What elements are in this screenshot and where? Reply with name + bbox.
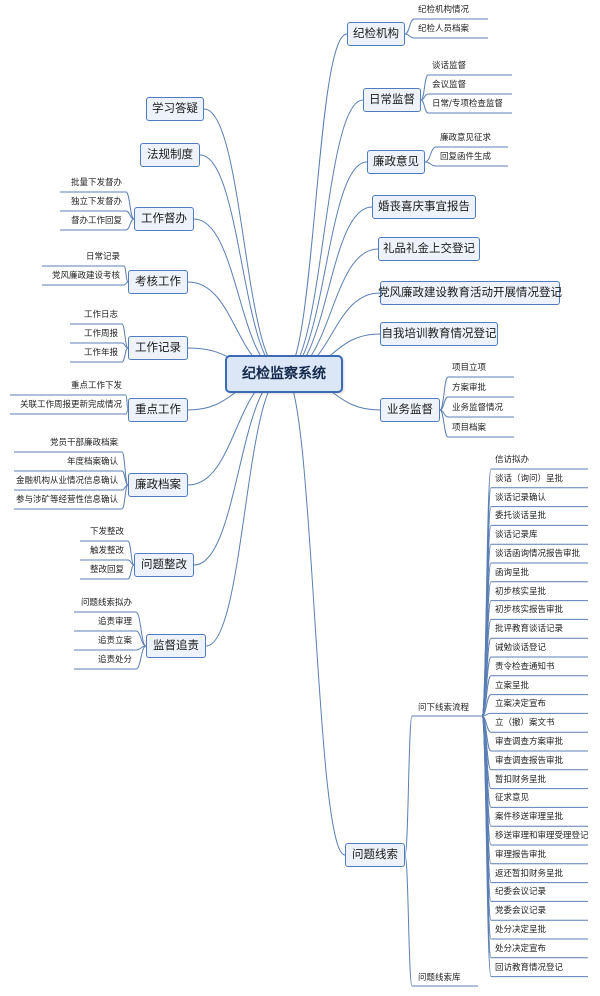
leaf-item[interactable]: 工作周报 xyxy=(83,329,118,339)
flow-step[interactable]: 谈话函询情况报告审批 xyxy=(495,549,581,559)
leaf-item[interactable]: 追责处分 xyxy=(97,655,132,665)
leaf-item[interactable]: 业务监督情况 xyxy=(452,403,504,413)
leaf-item[interactable]: 纪检机构情况 xyxy=(418,5,470,15)
topic-dangfeng-lianzheng[interactable]: 党风廉政建设教育活动开展情况登记 xyxy=(378,281,562,305)
leaf-item[interactable]: 问题线索拟办 xyxy=(80,598,132,608)
flow-step[interactable]: 立（撤）案文书 xyxy=(495,718,555,729)
leaf-item[interactable]: 日常/专项检查监督 xyxy=(432,99,503,109)
leaf-item[interactable]: 纪检人员档案 xyxy=(418,24,470,34)
subtopic-xiansuo-ku[interactable]: 问题线索库 xyxy=(418,973,461,983)
flow-step[interactable]: 处分决定宣布 xyxy=(495,943,547,954)
leaf-item[interactable]: 触发整改 xyxy=(89,546,124,556)
flow-step[interactable]: 审查调查报告审批 xyxy=(495,755,564,766)
topic-fagui-zhidu[interactable]: 法规制度 xyxy=(140,143,200,167)
topic-hunsang-xiqing[interactable]: 婚丧喜庆事宜报告 xyxy=(372,195,476,219)
leaf-item[interactable]: 关联工作周报更新完成情况 xyxy=(19,400,122,410)
leaf-item[interactable]: 方案审批 xyxy=(452,383,487,393)
leaf-item[interactable]: 工作日志 xyxy=(83,310,118,320)
leaf-item[interactable]: 下发整改 xyxy=(89,527,124,537)
topic-zhongdian-gongzuo[interactable]: 重点工作 xyxy=(128,398,188,422)
topic-lipin-lijin[interactable]: 礼品礼金上交登记 xyxy=(378,237,480,261)
leaf-item[interactable]: 廉政意见征求 xyxy=(440,133,492,143)
flow-step[interactable]: 案件移送审理呈批 xyxy=(495,812,564,823)
flow-step[interactable]: 纪委会议记录 xyxy=(495,887,547,898)
leaf-item[interactable]: 批量下发督办 xyxy=(70,178,122,188)
leaf-item[interactable]: 年度档案确认 xyxy=(66,457,118,467)
leaf-item[interactable]: 督办工作回复 xyxy=(70,216,122,226)
leaf-item[interactable]: 日常记录 xyxy=(85,252,120,262)
topic-kaohe-gongzuo[interactable]: 考核工作 xyxy=(128,270,188,294)
flow-step[interactable]: 初步核实呈批 xyxy=(495,586,547,597)
topic-jiandu-zhuize[interactable]: 监督追责 xyxy=(146,634,206,658)
leaf-item[interactable]: 金融机构从业情况信息确认 xyxy=(15,476,118,486)
topic-lianzheng-yijian[interactable]: 廉政意见 xyxy=(367,150,425,174)
flow-step[interactable]: 谈话记录库 xyxy=(495,530,538,541)
flow-step[interactable]: 返还暂扣财务呈批 xyxy=(495,868,564,879)
leaf-item[interactable]: 党风廉政建设考核 xyxy=(51,271,120,281)
topic-gongzuo-duban[interactable]: 工作督办 xyxy=(134,207,194,231)
flow-step[interactable]: 审查调查方案审批 xyxy=(495,737,564,747)
topic-yewu-jiandu[interactable]: 业务监督 xyxy=(380,398,440,422)
leaf-item[interactable]: 回复函件生成 xyxy=(440,152,492,162)
leaf-item[interactable]: 追责立案 xyxy=(97,636,132,646)
flow-step[interactable]: 征求意见 xyxy=(495,793,530,804)
flow-step[interactable]: 谈话（询问）呈批 xyxy=(495,473,564,484)
flow-step[interactable]: 处分决定呈批 xyxy=(495,925,547,935)
topic-xuexi-dayi[interactable]: 学习答疑 xyxy=(146,97,204,121)
flow-step[interactable]: 委托谈话呈批 xyxy=(495,511,547,522)
topic-ziwo-peixun[interactable]: 自我培训教育情况登记 xyxy=(380,322,498,346)
flow-step[interactable]: 立案呈批 xyxy=(495,680,530,691)
topic-jijian-jigou[interactable]: 纪检机构 xyxy=(347,22,405,46)
leaf-item[interactable]: 追责审理 xyxy=(97,617,132,627)
leaf-item[interactable]: 参与涉矿等经营性信息确认 xyxy=(15,495,118,505)
flow-step[interactable]: 函询呈批 xyxy=(495,567,530,578)
flow-step[interactable]: 移送审理和审理受理登记 xyxy=(495,831,589,841)
flow-step[interactable]: 信访拟办 xyxy=(495,455,530,465)
topic-wenti-zhenggai[interactable]: 问题整改 xyxy=(134,553,194,577)
root-node[interactable]: 纪检监察系统 xyxy=(225,355,343,393)
flow-step[interactable]: 批评教育谈话记录 xyxy=(495,624,564,635)
topic-richang-jiandu[interactable]: 日常监督 xyxy=(363,88,421,112)
flow-step[interactable]: 立案决定宣布 xyxy=(495,699,547,710)
leaf-item[interactable]: 工作年报 xyxy=(83,348,118,358)
flow-step[interactable]: 回访教育情况登记 xyxy=(495,962,564,973)
topic-lianzheng-dangan[interactable]: 廉政档案 xyxy=(128,473,188,497)
leaf-item[interactable]: 谈话监督 xyxy=(432,61,467,71)
flow-step[interactable]: 暂扣财务呈批 xyxy=(495,774,547,785)
flow-step[interactable]: 审理报告审批 xyxy=(495,849,547,860)
topic-wenti-xiansuo[interactable]: 问题线索 xyxy=(345,843,405,867)
topic-gongzuo-jilu[interactable]: 工作记录 xyxy=(128,336,188,360)
leaf-item[interactable]: 项目立项 xyxy=(452,363,487,373)
leaf-item[interactable]: 整改回复 xyxy=(89,565,124,575)
subtopic-xiansuo-liucheng[interactable]: 问下线索流程 xyxy=(418,703,470,713)
leaf-item[interactable]: 党员干部廉政档案 xyxy=(49,438,118,448)
flow-step[interactable]: 诫勉谈话登记 xyxy=(495,643,547,653)
leaf-item[interactable]: 项目档案 xyxy=(452,423,487,433)
flow-step[interactable]: 责令检查通知书 xyxy=(495,661,555,672)
leaf-item[interactable]: 独立下发督办 xyxy=(70,197,122,207)
flow-step[interactable]: 党委会议记录 xyxy=(495,906,547,917)
leaf-item[interactable]: 会议监督 xyxy=(432,80,467,90)
leaf-item[interactable]: 重点工作下发 xyxy=(70,381,122,391)
flow-step[interactable]: 谈话记录确认 xyxy=(495,492,547,503)
flow-step[interactable]: 初步核实报告审批 xyxy=(495,605,564,616)
